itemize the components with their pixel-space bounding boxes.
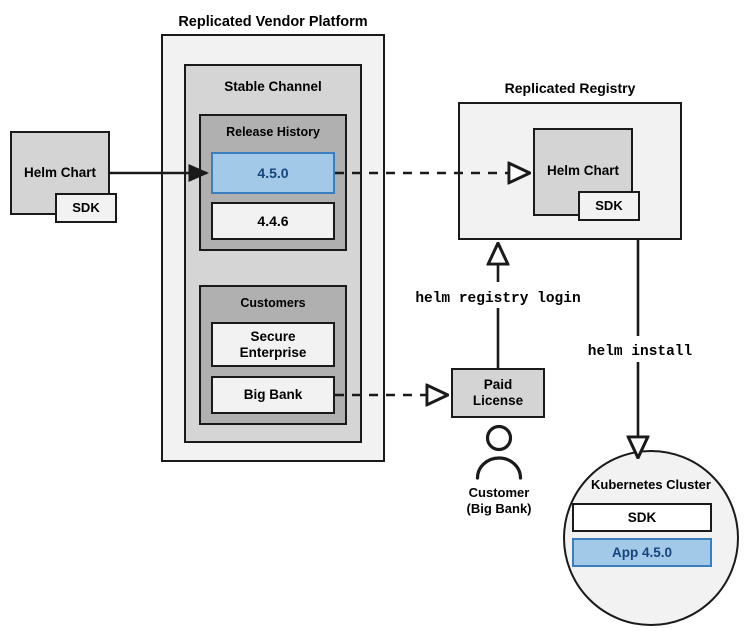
vendor-platform-title: Replicated Vendor Platform: [178, 14, 368, 30]
paid-license-node[interactable]: Paid License: [451, 368, 545, 418]
cluster-sdk[interactable]: SDK: [572, 503, 712, 532]
release-version-4-4-6[interactable]: 4.4.6: [211, 202, 335, 240]
customer-caption-line1: Customer: [468, 485, 530, 500]
customer-caption: Customer (Big Bank): [419, 485, 579, 518]
release-history-label: Release History: [226, 125, 320, 139]
kubernetes-cluster-label: Kubernetes Cluster: [591, 477, 711, 492]
customer-big-bank[interactable]: Big Bank: [211, 376, 335, 414]
helm-install-command: helm install: [587, 344, 693, 360]
paid-license-line2: License: [472, 393, 524, 408]
release-version-4-5-0[interactable]: 4.5.0: [211, 152, 335, 194]
customer-secure-enterprise-line2: Enterprise: [239, 344, 307, 360]
sdk-registry[interactable]: SDK: [578, 191, 640, 221]
replicated-registry-title: Replicated Registry: [504, 80, 636, 96]
helm-registry-login-command: helm registry login: [415, 291, 581, 307]
paid-license-line1: Paid: [483, 377, 513, 393]
customer-secure-enterprise-line1: Secure: [250, 328, 296, 344]
stable-channel-label: Stable Channel: [224, 79, 322, 94]
sdk-source[interactable]: SDK: [55, 193, 117, 223]
customers-label: Customers: [240, 296, 306, 310]
customer-person-icon: [475, 424, 523, 480]
customer-secure-enterprise[interactable]: Secure Enterprise: [211, 322, 335, 367]
cluster-app-version[interactable]: App 4.5.0: [572, 538, 712, 567]
customer-caption-line2: (Big Bank): [466, 501, 532, 517]
